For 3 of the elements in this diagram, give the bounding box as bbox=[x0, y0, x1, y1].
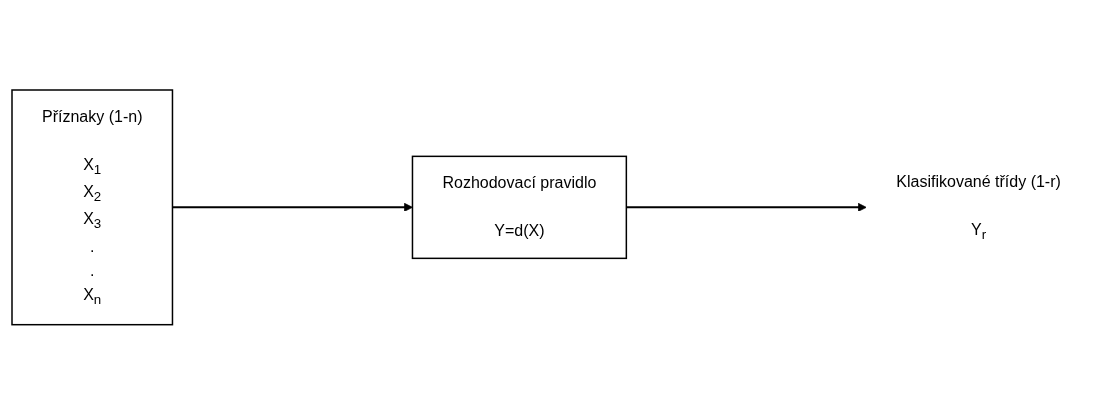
node-box: Příznaky (1-n) X$_{1}$ X$_{2}$ X$_{3}$ . . X$_{n}$ bbox=[10, 88, 173, 326]
node-text: Klasifikované třídy (1-r) Y$_{r}$ bbox=[895, 172, 1061, 242]
node-box: Rozhodovací pravidlo Y=d(X) bbox=[411, 155, 627, 259]
